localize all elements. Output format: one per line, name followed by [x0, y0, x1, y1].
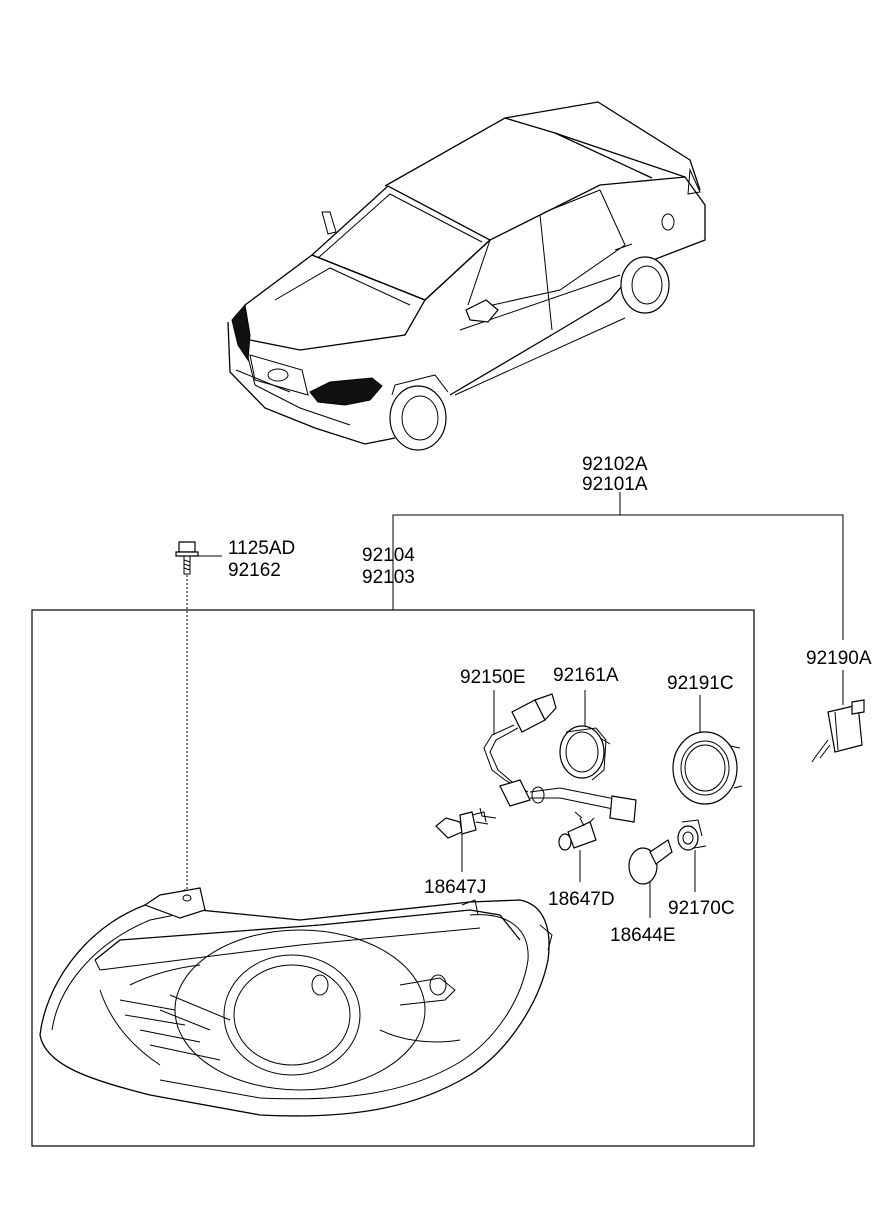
- label-92170C: 92170C: [668, 898, 735, 919]
- label-1125AD: 1125AD: [228, 538, 295, 559]
- bulb-socket-icon: [677, 819, 707, 851]
- label-92103: 92103: [362, 567, 415, 588]
- headlamp-housing: [39, 887, 553, 1117]
- label-92190A: 92190A: [806, 648, 872, 669]
- wedge-bulb-icon: [628, 839, 673, 885]
- headlamp-assembly-frame: [31, 609, 755, 1147]
- dust-cap-icon: [672, 731, 743, 805]
- h7-bulb-icon: [435, 811, 489, 839]
- label-92101A: 92101A: [582, 474, 648, 495]
- label-92161A: 92161A: [553, 665, 619, 686]
- bolt-icon: [175, 541, 199, 575]
- label-92191C: 92191C: [667, 673, 734, 694]
- leader-lines: [186, 492, 844, 918]
- label-18647D: 18647D: [548, 889, 615, 910]
- car-illustration: [227, 101, 706, 451]
- part-labels: 92102A 92101A 1125AD 92162 92104 92103 9…: [228, 454, 872, 946]
- label-92162: 92162: [228, 560, 281, 581]
- leveling-actuator-icon: [811, 699, 865, 763]
- label-92102A: 92102A: [582, 454, 648, 475]
- h1-bulb-icon: [558, 811, 597, 851]
- wiring-harness-icon: [479, 693, 637, 823]
- label-92104: 92104: [362, 545, 415, 566]
- label-18644E: 18644E: [610, 925, 676, 946]
- label-92150E: 92150E: [460, 667, 526, 688]
- bulb-socket-ring-icon: [559, 725, 611, 781]
- label-18647J: 18647J: [424, 877, 486, 898]
